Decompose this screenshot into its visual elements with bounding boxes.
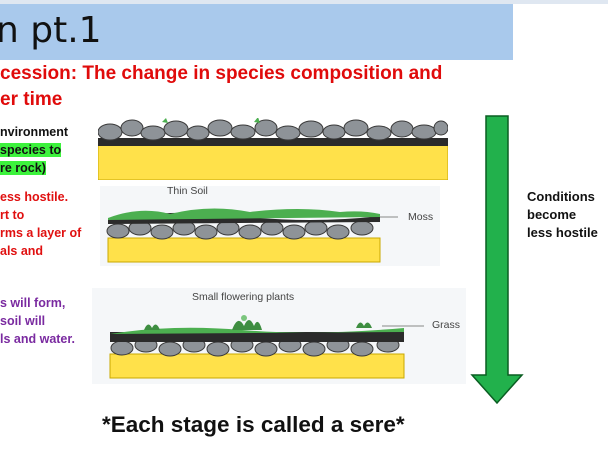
stage-two-line-3: rms a layer of [0, 226, 82, 240]
thin-soil-illustration: Thin Soil Moss [100, 185, 440, 266]
sere-caption: *Each stage is called a sere* [102, 412, 405, 437]
stage-two-line-4: als and [0, 244, 44, 258]
conditions-line-1: Conditions [527, 189, 595, 204]
stage-one-line-2: species to [0, 143, 62, 157]
thin-soil-label: Thin Soil [167, 185, 208, 197]
down-arrow-icon [470, 115, 524, 410]
stage-two-text: ess hostile. rt to rms a layer of als an… [0, 188, 81, 260]
conditions-line-2: become [527, 207, 577, 222]
conditions-note: Conditions become less hostile [527, 188, 598, 242]
moss-label: Moss [408, 211, 434, 223]
grass-label: Grass [432, 319, 461, 331]
bare-rock-illustration [98, 118, 448, 180]
small-plants-illustration: Small flowering plants Grass [92, 288, 466, 384]
conditions-line-3: less hostile [527, 225, 598, 240]
title-bar: n pt.1 [0, 4, 513, 60]
definition-line-2: er time [0, 89, 63, 110]
stage-one-line-1: nvironment [0, 125, 69, 139]
stage-one-text: nvironment species to re rock) [0, 123, 68, 177]
definition-line-1: cession: The change in species compositi… [0, 63, 443, 84]
stage-two-line-1: ess hostile. [0, 190, 69, 204]
stage-three-line-1: s will form, [0, 296, 66, 310]
stage-three-text: s will form, soil will ls and water. [0, 294, 75, 348]
small-plants-label: Small flowering plants [192, 291, 295, 303]
top-strip [0, 0, 608, 4]
stage-one-line-3: re rock) [0, 161, 46, 175]
stage-three-line-2: soil will [0, 314, 46, 328]
stage-two-line-2: rt to [0, 208, 25, 222]
stage-three-line-3: ls and water. [0, 332, 76, 346]
slide-title: n pt.1 [0, 10, 102, 51]
